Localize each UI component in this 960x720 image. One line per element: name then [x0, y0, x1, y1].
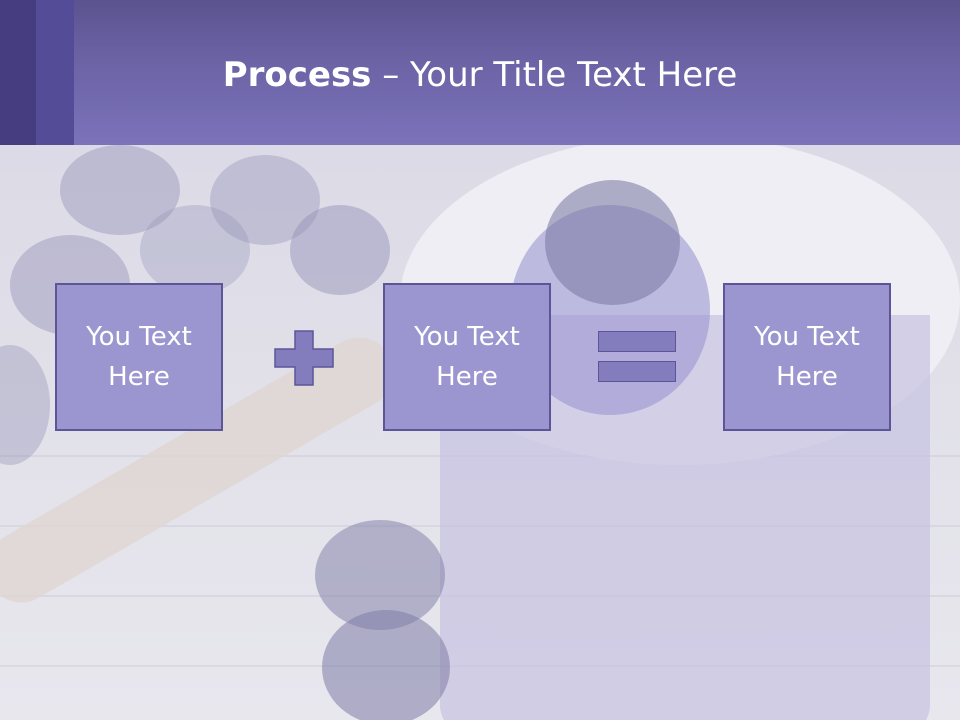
- process-box-1[interactable]: You Text Here: [55, 283, 223, 431]
- plus-icon: [274, 330, 334, 386]
- title-bar: Process – Your Title Text Here: [0, 0, 960, 145]
- background-photo: [0, 145, 960, 720]
- process-box-2-label: You Text Here: [414, 322, 520, 392]
- title-accent-stripe: [0, 0, 36, 145]
- process-box-2[interactable]: You Text Here: [383, 283, 551, 431]
- title-accent-stripe-2: [36, 0, 74, 145]
- slide-title-rest: – Your Title Text Here: [371, 55, 738, 95]
- slide-title-bold: Process: [222, 55, 372, 95]
- process-box-1-label: You Text Here: [86, 322, 192, 392]
- process-box-3-label: You Text Here: [754, 322, 860, 392]
- process-box-3[interactable]: You Text Here: [723, 283, 891, 431]
- slide-title[interactable]: Process – Your Title Text Here: [0, 52, 960, 98]
- equals-icon: [598, 331, 676, 383]
